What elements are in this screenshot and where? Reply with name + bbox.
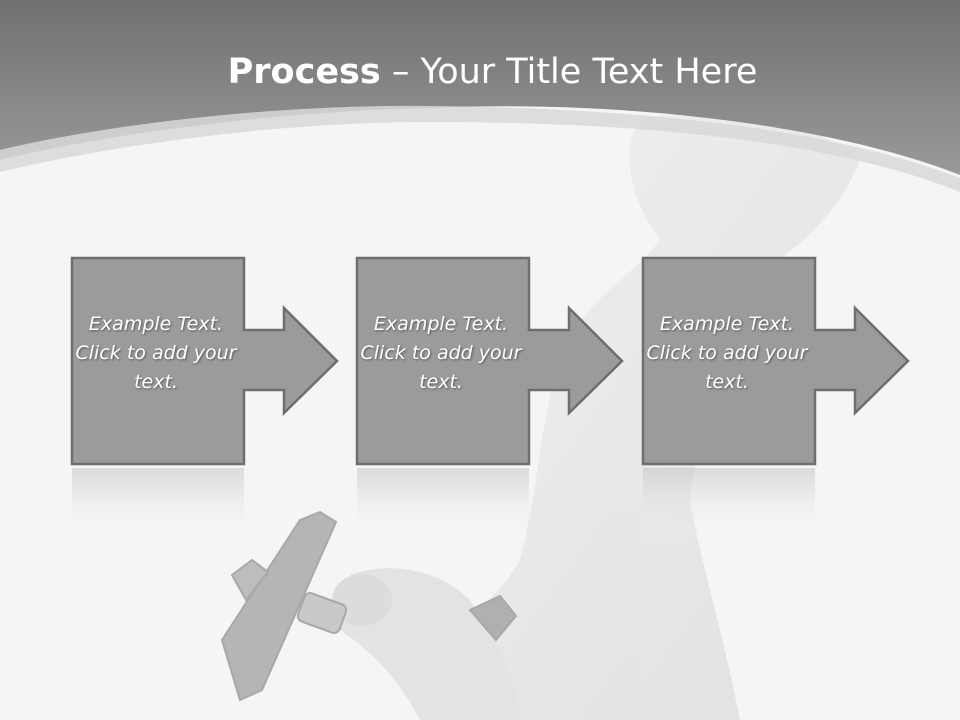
process-step-2[interactable]: Example Text. Click to add your text.: [355, 256, 701, 548]
step-reflection: [72, 468, 244, 548]
page-title: Process – Your Title Text Here: [0, 52, 960, 92]
arrow-right-icon: [355, 256, 624, 466]
step-reflection: [357, 468, 529, 548]
arrow-right-icon: [70, 256, 339, 466]
dumbbell-illustration: [220, 510, 518, 702]
arrow-right-icon: [641, 256, 910, 466]
process-step-3[interactable]: Example Text. Click to add your text.: [641, 256, 960, 548]
title-bold-text: Process: [227, 52, 381, 92]
step-reflection: [643, 468, 815, 548]
step-text[interactable]: Example Text. Click to add your text.: [360, 313, 522, 393]
title-text: – Your Title Text Here: [380, 52, 758, 92]
process-step-1[interactable]: Example Text. Click to add your text.: [70, 256, 416, 548]
step-text[interactable]: Example Text. Click to add your text.: [75, 313, 237, 393]
step-text[interactable]: Example Text. Click to add your text.: [646, 313, 808, 393]
